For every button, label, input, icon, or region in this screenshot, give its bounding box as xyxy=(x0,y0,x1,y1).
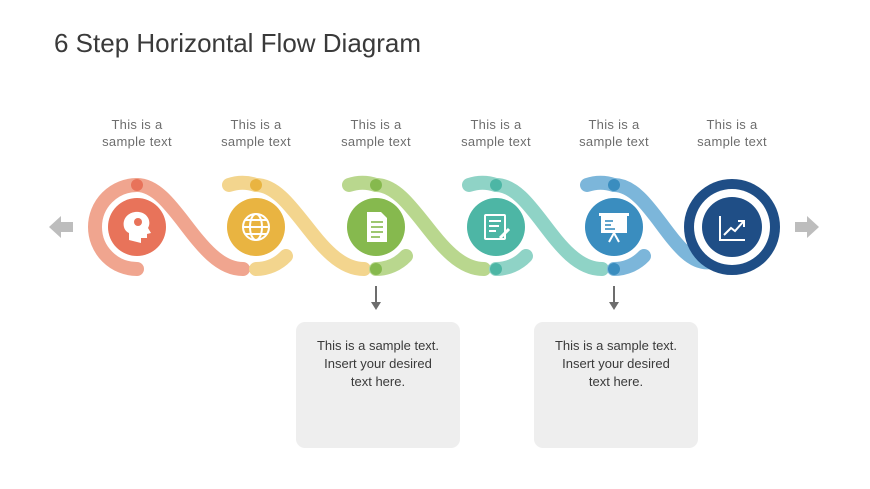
step-4-label: This is a sample text xyxy=(441,116,551,150)
note-2-line2: Insert your desired xyxy=(562,356,670,371)
step-1-label-line2: sample text xyxy=(102,134,172,149)
note-1-line1: This is a sample text. xyxy=(316,338,440,353)
step-6-label-line2: sample text xyxy=(697,134,767,149)
step-5-node xyxy=(585,198,643,256)
step-3-wave xyxy=(342,175,491,276)
step-3-label: This is a sample text xyxy=(321,116,431,150)
down-arrow-icon xyxy=(609,286,619,310)
presentation-board-icon xyxy=(599,213,629,243)
note-2-line1: This is a sample text. xyxy=(554,338,678,353)
step-6-node xyxy=(702,197,762,257)
step-5-label-line1: This is a xyxy=(588,117,640,132)
left-arrow-icon xyxy=(49,216,73,238)
step-5-label: This is a sample text xyxy=(559,116,669,150)
step-2-wave xyxy=(222,175,382,276)
step-5-label-line2: sample text xyxy=(579,134,649,149)
step-4-wave xyxy=(462,175,609,276)
step-3-label-line2: sample text xyxy=(341,134,411,149)
note-2-line3: text here. xyxy=(588,374,644,389)
head-profile-icon xyxy=(123,211,151,243)
right-arrow-icon xyxy=(795,216,819,238)
globe-icon xyxy=(242,213,270,241)
note-box-2: This is a sample text. Insert your desir… xyxy=(534,322,698,448)
step-6-label-line1: This is a xyxy=(706,117,758,132)
step-2-node xyxy=(227,198,285,256)
step-4-label-line1: This is a xyxy=(470,117,522,132)
document-icon xyxy=(367,212,387,242)
step-2-label: This is a sample text xyxy=(201,116,311,150)
step-1-label-line1: This is a xyxy=(111,117,163,132)
step-4-node xyxy=(467,198,525,256)
edit-document-icon xyxy=(484,214,511,240)
step-4-label-line2: sample text xyxy=(461,134,531,149)
note-box-1: This is a sample text. Insert your desir… xyxy=(296,322,460,448)
step-2-label-line2: sample text xyxy=(221,134,291,149)
step-6-label: This is a sample text xyxy=(677,116,787,150)
step-3-label-line1: This is a xyxy=(350,117,402,132)
step-3-node xyxy=(347,198,405,256)
note-1-line2: Insert your desired xyxy=(324,356,432,371)
growth-chart-icon xyxy=(719,216,745,241)
step-2-label-line1: This is a xyxy=(230,117,282,132)
step-1-label: This is a sample text xyxy=(82,116,192,150)
down-arrow-icon xyxy=(371,286,381,310)
page-title: 6 Step Horizontal Flow Diagram xyxy=(54,28,422,58)
note-1-line3: text here. xyxy=(350,374,406,389)
step-1-node xyxy=(108,198,166,256)
